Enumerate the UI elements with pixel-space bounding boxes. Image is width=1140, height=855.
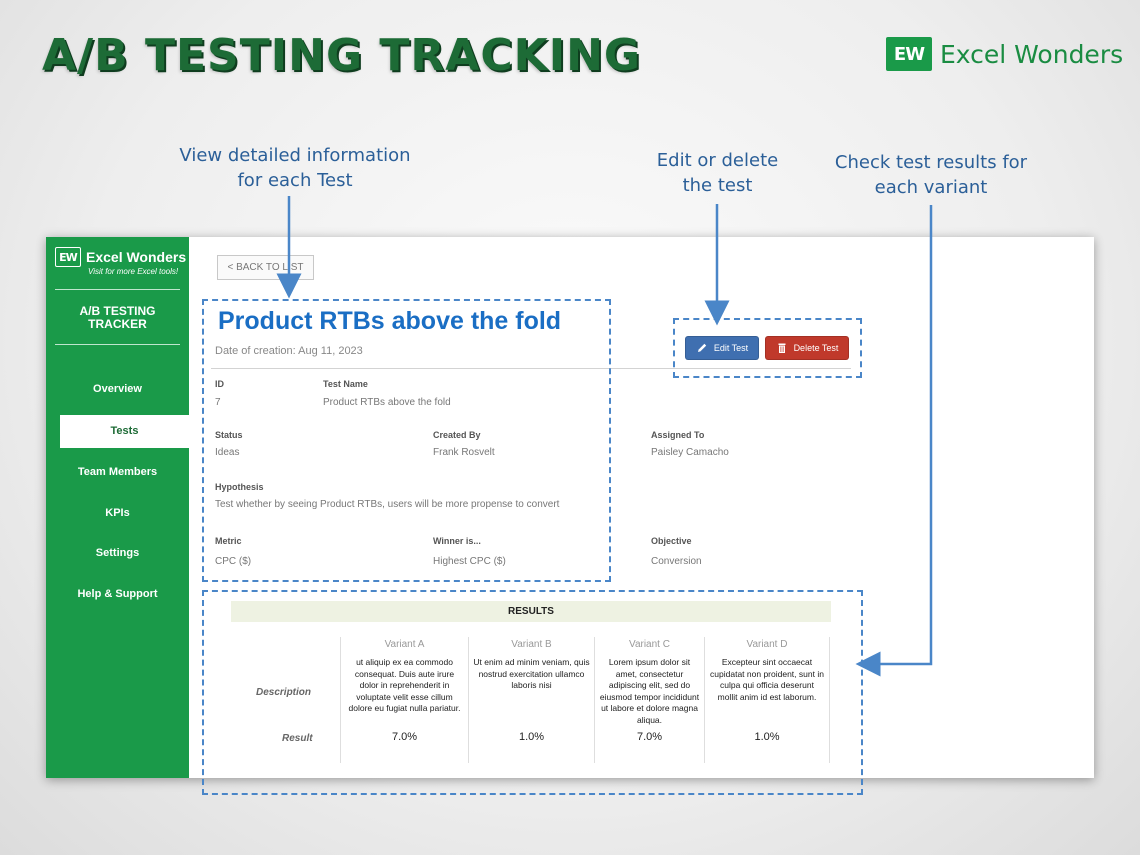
- callout-details-line2: for each Test: [237, 170, 353, 191]
- variant-description: Lorem ipsum dolor sit amet, consectetur …: [599, 657, 700, 725]
- sidebar-brand: EW Excel Wonders: [55, 247, 186, 267]
- variant-column: Variant A ut aliquip ex ea commodo conse…: [340, 637, 468, 763]
- variant-result: 1.0%: [754, 731, 780, 743]
- sidebar-divider: [55, 344, 180, 345]
- winner-value: Highest CPC ($): [433, 556, 506, 567]
- variant-result: 1.0%: [518, 731, 545, 743]
- winner-label: Winner is...: [433, 536, 481, 546]
- description-row-label: Description: [256, 687, 312, 698]
- sidebar-item-tests[interactable]: Tests: [60, 415, 189, 448]
- callout-details-line1: View detailed information: [179, 145, 411, 166]
- variant-column: Variant D Excepteur sint occaecat cupida…: [704, 637, 830, 763]
- ew-logo-icon: EW: [886, 37, 932, 71]
- sidebar-item-settings[interactable]: Settings: [95, 547, 140, 559]
- callout-results-line2: each variant: [874, 177, 988, 198]
- variant-name: Variant B: [511, 639, 552, 650]
- sidebar-divider: [55, 289, 180, 290]
- sidebar-item-kpis[interactable]: KPIs: [105, 507, 130, 519]
- edit-test-button[interactable]: Edit Test: [685, 336, 759, 360]
- callout-edit-line1: Edit or delete: [656, 150, 779, 171]
- callout-results: Check test results for each variant: [826, 150, 1036, 200]
- arrow-results: [855, 205, 933, 677]
- sidebar-title-line1: A/B TESTING: [79, 304, 156, 318]
- metric-value: CPC ($): [215, 556, 252, 567]
- objective-value: Conversion: [651, 556, 702, 567]
- delete-test-label: Delete Test: [793, 343, 839, 353]
- sidebar-item-help-support[interactable]: Help & Support: [77, 588, 158, 600]
- variant-column: Variant C Lorem ipsum dolor sit amet, co…: [594, 637, 704, 763]
- hypothesis-label: Hypothesis: [215, 482, 264, 492]
- id-label: ID: [215, 379, 224, 389]
- sidebar-item-overview[interactable]: Overview: [93, 383, 142, 395]
- test-name-value: Product RTBs above the fold: [323, 397, 451, 408]
- trash-icon: [778, 343, 786, 353]
- header-divider: [211, 368, 851, 369]
- sidebar-item-team-members[interactable]: Team Members: [77, 466, 158, 478]
- results-highlight-box: [202, 590, 863, 795]
- results-panel: RESULTS Description Result Variant A ut …: [215, 599, 849, 769]
- assigned-to-label: Assigned To: [651, 430, 705, 440]
- callout-edit-line2: the test: [682, 175, 753, 196]
- back-to-list-button[interactable]: < BACK TO LIST: [217, 255, 314, 280]
- sidebar-title: A/B TESTING TRACKER: [46, 305, 189, 331]
- callout-details: View detailed information for each Test: [170, 143, 420, 193]
- sidebar: EW Excel Wonders Visit for more Excel to…: [46, 237, 189, 778]
- status-label: Status: [215, 430, 243, 440]
- app-window: EW Excel Wonders Visit for more Excel to…: [46, 237, 1094, 778]
- variant-result: 7.0%: [391, 731, 418, 743]
- id-value: 7: [215, 397, 221, 408]
- callout-edit: Edit or delete the test: [640, 148, 795, 198]
- results-header: RESULTS: [231, 601, 831, 622]
- brand-logo: EW Excel Wonders: [886, 37, 1123, 71]
- result-row-label: Result: [282, 733, 313, 744]
- main-panel: < BACK TO LIST Product RTBs above the fo…: [189, 237, 1094, 778]
- created-by-label: Created By: [433, 430, 481, 440]
- hypothesis-value: Test whether by seeing Product RTBs, use…: [215, 499, 560, 510]
- variant-name: Variant C: [629, 639, 670, 650]
- test-name-label: Test Name: [323, 379, 368, 389]
- actions-highlight-box: [673, 318, 862, 378]
- metric-label: Metric: [215, 536, 242, 546]
- variant-description: Ut enim ad minim veniam, quis nostrud ex…: [473, 657, 590, 690]
- ew-logo-icon: EW: [55, 247, 81, 267]
- variant-column: Variant B Ut enim ad minim veniam, quis …: [468, 637, 594, 763]
- assigned-to-value: Paisley Camacho: [651, 447, 729, 458]
- variant-name: Variant D: [746, 639, 788, 650]
- brand-name: Excel Wonders: [940, 39, 1124, 69]
- edit-test-label: Edit Test: [713, 343, 749, 353]
- test-title: Product RTBs above the fold: [218, 307, 562, 335]
- sidebar-tagline: Visit for more Excel tools!: [88, 267, 179, 276]
- pencil-icon: [697, 343, 707, 352]
- variant-result: 7.0%: [636, 731, 663, 743]
- sidebar-brand-name: Excel Wonders: [86, 249, 187, 265]
- details-highlight-box: [202, 299, 611, 582]
- sidebar-title-line2: TRACKER: [88, 317, 147, 331]
- created-by-value: Frank Rosvelt: [433, 447, 495, 458]
- delete-test-button[interactable]: Delete Test: [765, 336, 849, 360]
- page-headline: A/B TESTING TRACKING: [42, 30, 642, 81]
- status-value: Ideas: [215, 447, 240, 458]
- objective-label: Objective: [651, 536, 692, 546]
- variant-name: Variant A: [384, 639, 425, 650]
- variant-description: ut aliquip ex ea commodo consequat. Duis…: [348, 657, 461, 713]
- creation-date: Date of creation: Aug 11, 2023: [215, 345, 363, 357]
- callout-results-line1: Check test results for: [834, 152, 1028, 173]
- variant-description: Excepteur sint occaecat cupidatat non pr…: [710, 657, 824, 702]
